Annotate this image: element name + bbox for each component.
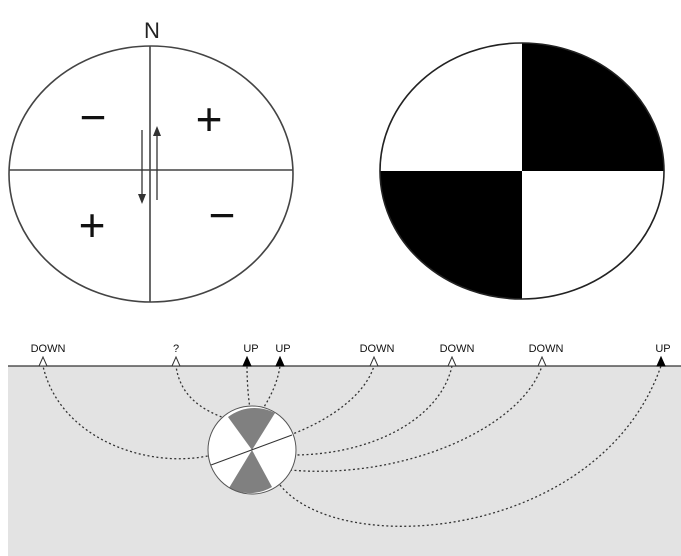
- station-marker-hollow-icon: [39, 357, 47, 366]
- beachball-diagram: [380, 43, 664, 299]
- ray-path-cross-section: DOWN ? UP UP DOWN DOWN DOWN UP: [8, 343, 681, 556]
- station-label: DOWN: [440, 343, 475, 355]
- station-label: UP: [655, 343, 670, 355]
- beachball-compressional-quadrant-ne: [522, 43, 664, 171]
- small-beachball: [208, 406, 296, 494]
- station-marker-filled-icon: [657, 357, 665, 366]
- station-marker-filled-icon: [276, 357, 284, 366]
- sign-upper-right: +: [196, 93, 223, 145]
- station-label: DOWN: [529, 343, 564, 355]
- station-marker-hollow-icon: [538, 357, 546, 366]
- station-label: ?: [173, 343, 179, 355]
- station-markers: [39, 357, 665, 366]
- sign-lower-left: +: [79, 199, 106, 251]
- station-label: UP: [243, 343, 258, 355]
- station-labels: DOWN ? UP UP DOWN DOWN DOWN UP: [31, 343, 671, 355]
- station-label: UP: [275, 343, 290, 355]
- focal-sphere-outline: [9, 46, 293, 302]
- station-label: DOWN: [360, 343, 395, 355]
- station-label: DOWN: [31, 343, 66, 355]
- ground-body: [8, 366, 681, 556]
- station-marker-hollow-icon: [448, 357, 456, 366]
- station-marker-hollow-icon: [370, 357, 378, 366]
- fault-plane-diagram: N − + + −: [9, 18, 293, 302]
- sign-lower-right: −: [209, 189, 236, 241]
- station-marker-hollow-icon: [172, 357, 180, 366]
- sign-upper-left: −: [80, 91, 107, 143]
- beachball-compressional-quadrant-sw: [380, 171, 522, 299]
- north-label: N: [144, 18, 160, 43]
- station-marker-filled-icon: [243, 357, 251, 366]
